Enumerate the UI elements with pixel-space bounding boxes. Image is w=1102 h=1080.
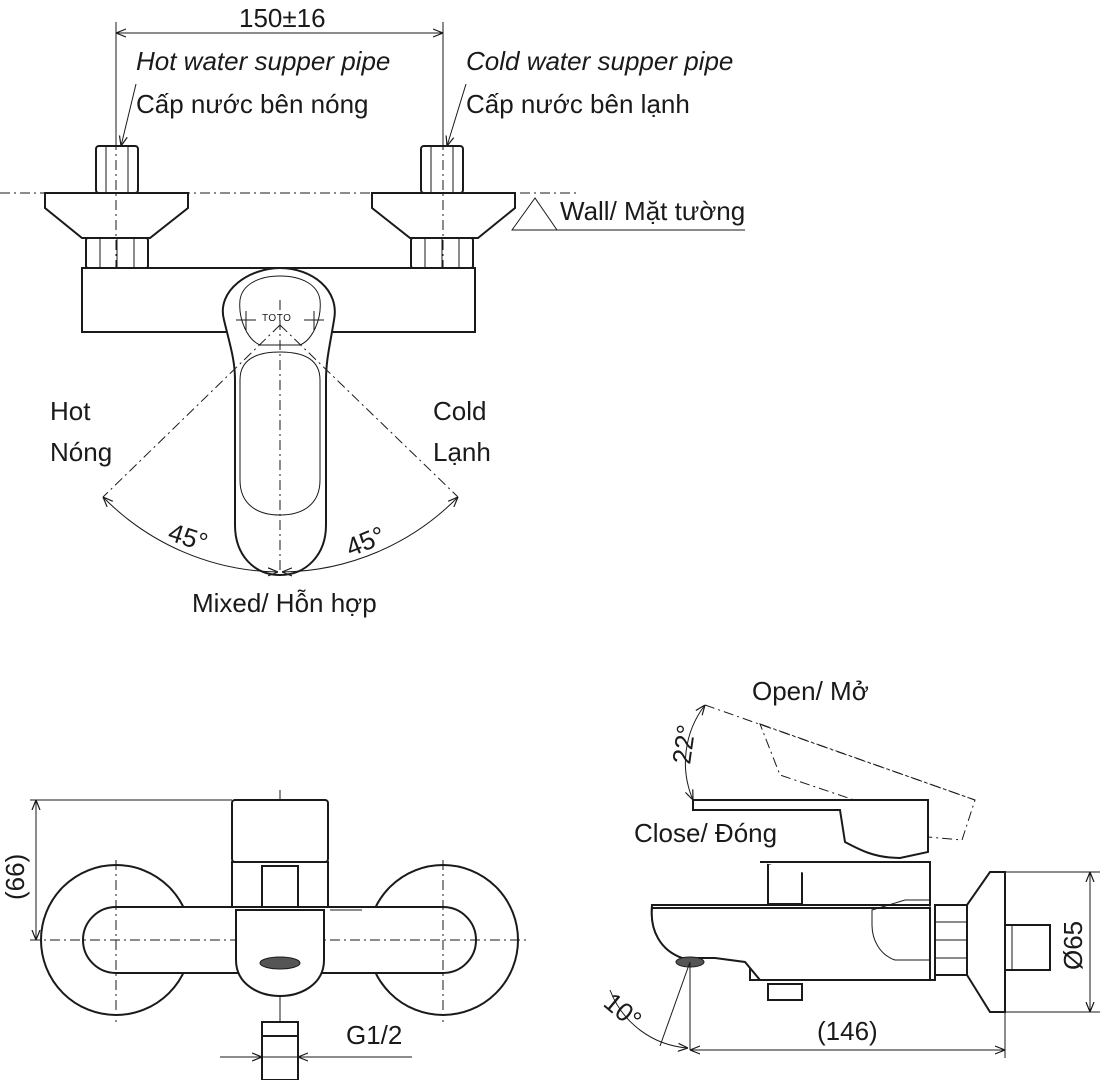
cold-angle-label: 45° — [342, 520, 390, 563]
cold-pipe-leader — [447, 83, 467, 146]
hot-angle-arc — [103, 497, 278, 572]
open-angle-label: 22° — [666, 723, 701, 766]
close-label: Close/ Đóng — [634, 818, 777, 848]
cold-label-en: Cold — [433, 396, 486, 426]
wall-symbol-icon — [511, 197, 558, 231]
aerator-icon — [259, 956, 301, 970]
mount-crosshair-left-icon — [236, 311, 256, 330]
cold-label-vi: Lạnh — [433, 437, 491, 467]
height-dim-label: (66) — [0, 854, 30, 900]
cold-angle-arc — [282, 497, 458, 572]
mount-crosshair-right-icon — [304, 311, 324, 330]
flange-dim-label: Ø65 — [1058, 921, 1088, 970]
hot-pipe-leader — [121, 83, 137, 146]
open-label: Open/ Mở — [752, 676, 869, 706]
top-view: Wall/ Mặt tường 150±16 Hot water supper … — [0, 3, 745, 618]
hot-pipe-label-en: Hot water supper pipe — [136, 46, 390, 76]
open-angle-arc — [684, 705, 705, 800]
front-outlet-nut — [261, 1021, 299, 1037]
cold-pipe-label-vi: Cấp nước bên lạnh — [466, 89, 690, 119]
front-view: (66) G1/2 — [0, 790, 530, 1080]
mixed-label: Mixed/ Hỗn hợp — [192, 588, 377, 618]
front-spout — [235, 909, 325, 998]
depth-dim-label: (146) — [817, 1016, 878, 1046]
cold-angle-line — [279, 324, 459, 498]
front-diverter — [261, 865, 299, 908]
hot-angle-label: 45° — [165, 517, 212, 558]
side-outlet-nut — [767, 983, 803, 1001]
front-handle-cap — [231, 799, 329, 863]
closed-handle — [692, 799, 929, 860]
spout-angle-label: 10° — [598, 987, 647, 1035]
side-inlet-housing — [871, 899, 931, 961]
thread-label: G1/2 — [346, 1020, 402, 1050]
hot-label-en: Hot — [50, 396, 91, 426]
hot-angle-line — [102, 324, 281, 498]
spout-angle-line-2 — [659, 961, 691, 1047]
side-view: Open/ Mở 22° Close/ Đóng Ø65 10° — [598, 676, 1100, 1058]
front-outlet-pipe — [261, 1035, 299, 1080]
hot-label-vi: Nóng — [50, 437, 112, 467]
side-spout — [650, 907, 931, 981]
spout-angle-arc — [609, 989, 688, 1048]
wall-label: Wall/ Mặt tường — [560, 196, 745, 226]
cold-pipe-label-en: Cold water supper pipe — [466, 46, 733, 76]
dim-spacing-label: 150±16 — [239, 3, 326, 33]
brand-logo: TOTO — [262, 313, 291, 324]
lever-handle-inner — [239, 275, 321, 346]
side-wall-flange — [966, 871, 1006, 1013]
hot-pipe-label-vi: Cấp nước bên nóng — [136, 89, 369, 119]
